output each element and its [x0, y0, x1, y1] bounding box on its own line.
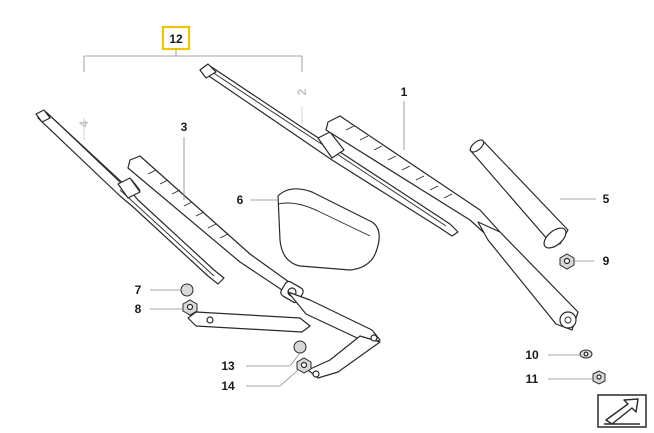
part-1-wiper-arm-right[interactable]: [325, 115, 579, 331]
callout-12[interactable]: 12: [169, 32, 183, 46]
callout-1[interactable]: 1: [401, 85, 408, 99]
callout-7[interactable]: 7: [135, 283, 142, 297]
part-10-washer[interactable]: [579, 349, 593, 359]
callout-14[interactable]: 14: [221, 379, 235, 393]
part-11-nut[interactable]: [592, 370, 606, 385]
part-13-cap[interactable]: [293, 340, 307, 354]
callout-6[interactable]: 6: [237, 193, 244, 207]
callout-4[interactable]: 4: [77, 120, 91, 127]
callout-5[interactable]: 5: [603, 192, 610, 206]
callout-2[interactable]: 2: [295, 88, 309, 95]
callout-8[interactable]: 8: [135, 302, 142, 316]
part-14-nut[interactable]: [296, 357, 312, 374]
callout-13[interactable]: 13: [221, 359, 235, 373]
callout-9[interactable]: 9: [603, 254, 610, 268]
part-7-cap[interactable]: [180, 283, 194, 297]
callout-3[interactable]: 3: [181, 120, 188, 134]
next-page-arrow-icon[interactable]: [597, 394, 647, 428]
part-3-wiper-arm-left[interactable]: [127, 155, 305, 304]
part-5-cover-sleeve[interactable]: [468, 138, 569, 252]
part-6-cover-cap[interactable]: [277, 188, 380, 271]
assembly-bracket-12: 12: [83, 25, 303, 72]
callout-11[interactable]: 11: [526, 372, 539, 386]
part-4-wiper-blade-left[interactable]: [35, 109, 225, 285]
part-9-nut[interactable]: [559, 253, 575, 270]
part-8-nut[interactable]: [182, 299, 198, 316]
linkage-rods[interactable]: [187, 291, 381, 379]
part-2-wiper-blade-right[interactable]: [199, 63, 459, 237]
callout-10[interactable]: 10: [525, 348, 539, 362]
